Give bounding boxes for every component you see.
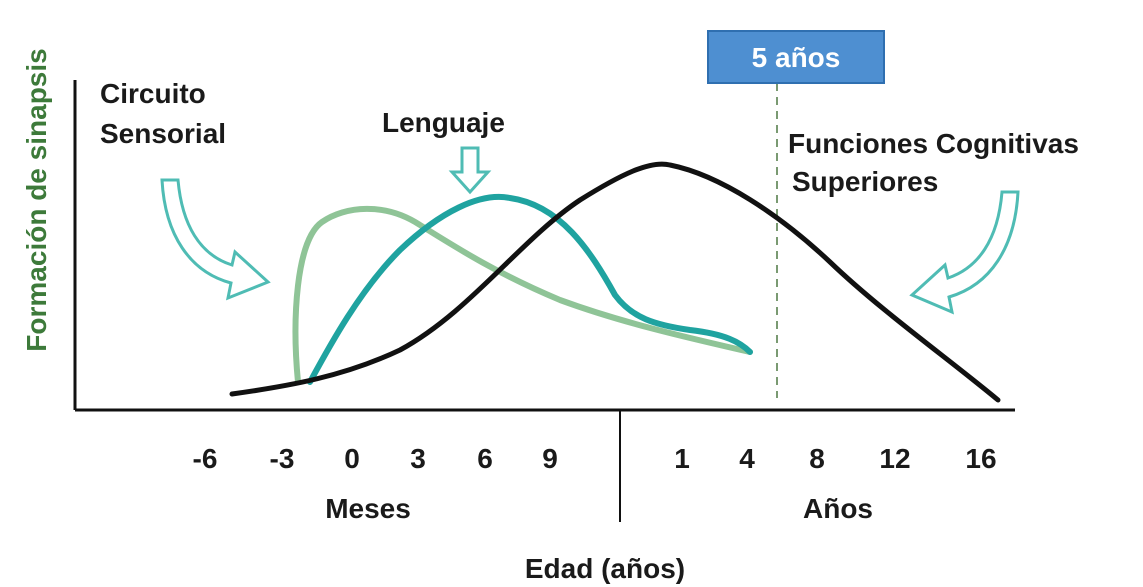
series-line-funciones-cognitivas (229, 161, 1001, 403)
label-funciones-cognitivas: Funciones Cognitivas Superiores (788, 128, 1087, 197)
y-axis-label: Formación de sinapsis (21, 48, 52, 351)
x-tick-label: 1 (674, 443, 690, 474)
x-tick-label: 4 (739, 443, 755, 474)
x-tick-label: 9 (542, 443, 558, 474)
label-circuito-line-2: Sensorial (100, 118, 226, 149)
arrow-icon-funciones (909, 190, 1020, 315)
label-funciones-line-1: Funciones Cognitivas (788, 128, 1079, 159)
x-axis-label: Edad (años) (525, 553, 685, 584)
x-segment-label-meses: Meses (325, 493, 411, 524)
x-tick-label: -6 (193, 443, 218, 474)
marker-box (707, 30, 885, 84)
label-funciones-line-2: Superiores (792, 166, 938, 197)
x-tick-label: 0 (344, 443, 360, 474)
x-tick-label: -3 (270, 443, 295, 474)
x-segment-label-anos: Años (803, 493, 873, 524)
x-tick-label: 8 (809, 443, 825, 474)
x-tick-label: 12 (879, 443, 910, 474)
label-circuito-line-1: Circuito (100, 78, 206, 109)
x-tick-label: 3 (410, 443, 426, 474)
series-line-lenguaje (307, 194, 753, 385)
x-tick-label: 16 (965, 443, 996, 474)
arrow-icon-circuito (160, 178, 271, 301)
x-tick-label: 6 (477, 443, 493, 474)
label-lenguaje: Lenguaje (382, 107, 505, 138)
marker-label: 5 años (752, 42, 841, 73)
arrow-icon-lenguaje (448, 146, 492, 195)
label-circuito-sensorial: Circuito Sensorial (100, 78, 226, 149)
